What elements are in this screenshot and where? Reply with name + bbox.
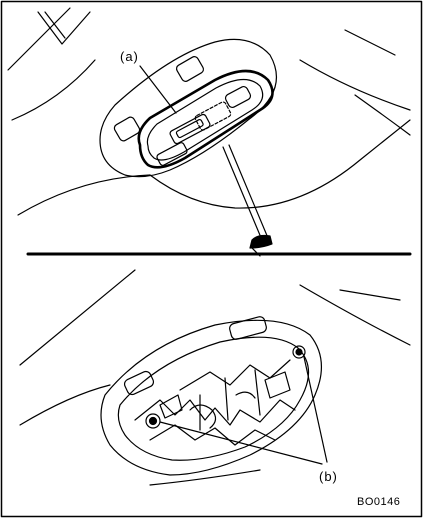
figure-code: BO0146: [357, 496, 401, 508]
map-lamp-lens-right: [175, 56, 205, 82]
console-opening: [100, 319, 323, 476]
leader-line-b-right: [303, 356, 328, 463]
figure-border: [0, 0, 423, 518]
map-lamp-lens-left: [113, 116, 141, 142]
label-b: (b): [319, 469, 338, 484]
label-a: (a): [120, 49, 139, 64]
top-panel: [7, 7, 411, 257]
screw-right: [292, 345, 306, 359]
rear-lamp-lens: [229, 316, 267, 340]
screwdriver: [222, 146, 263, 241]
top-right-button: [224, 85, 252, 109]
headliner-edge: [7, 7, 71, 71]
bottom-panel: [19, 269, 411, 486]
leader-line-a: [139, 65, 177, 114]
leader-line-b-left: [159, 421, 323, 465]
console-housing: [99, 38, 278, 178]
sunroof-switch: [194, 101, 232, 131]
screw-left: [145, 413, 161, 429]
switch-bezel: [137, 69, 274, 169]
door-switch: [156, 142, 188, 166]
rear-switch: [169, 113, 211, 145]
